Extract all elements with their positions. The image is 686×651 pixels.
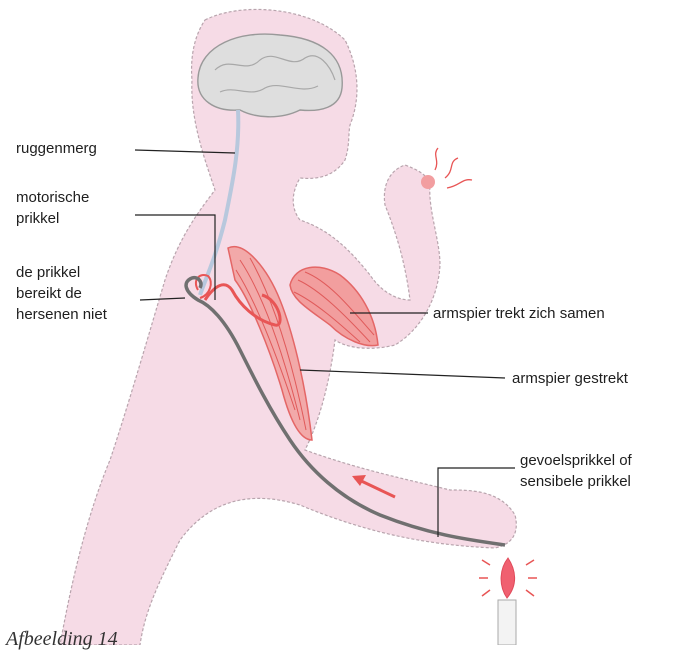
label-not-brain-line1: de prikkel: [16, 263, 80, 283]
label-sensory-line1: gevoelsprikkel of: [520, 451, 632, 471]
candle: [498, 600, 516, 645]
leader-triceps: [300, 370, 505, 378]
label-sensory-line2: sensibele prikkel: [520, 472, 631, 492]
label-spinal-cord: ruggenmerg: [16, 139, 97, 159]
pain-lines-icon: [435, 148, 472, 188]
label-motor-impulse-line1: motorische: [16, 188, 89, 208]
label-not-brain-line3: hersenen niet: [16, 305, 107, 325]
brain: [198, 34, 342, 117]
label-biceps: armspier trekt zich samen: [433, 304, 605, 324]
label-not-brain-line2: bereikt de: [16, 284, 82, 304]
pain-spot: [421, 175, 435, 189]
candle-flame-icon: [501, 558, 515, 598]
label-motor-impulse-line2: prikkel: [16, 209, 59, 229]
figure-caption: Afbeelding 14: [6, 628, 118, 651]
label-triceps: armspier gestrekt: [512, 369, 628, 389]
